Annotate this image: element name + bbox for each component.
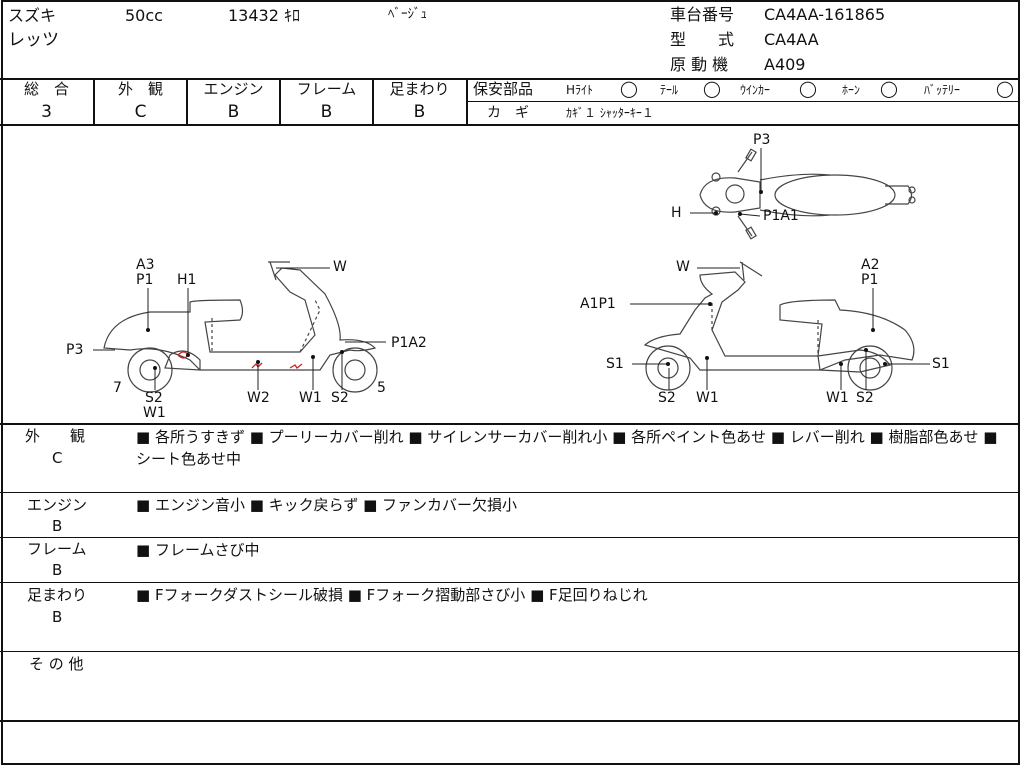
condition-grade: B bbox=[52, 561, 63, 579]
engine: A409 bbox=[764, 55, 806, 74]
divider bbox=[467, 101, 1020, 102]
diagram-label: W1 bbox=[826, 390, 849, 406]
condition-label: 外 観 bbox=[25, 427, 86, 445]
diagram-label: S2 bbox=[145, 390, 163, 406]
safety-item-mark: ◯ bbox=[620, 79, 638, 98]
grade-value: B bbox=[320, 102, 333, 122]
diagram-label: P3 bbox=[66, 342, 84, 358]
diagram-label: S2 bbox=[658, 390, 676, 406]
condition-label: そ の 他 bbox=[29, 655, 84, 673]
key-label: カ ギ bbox=[487, 105, 529, 121]
divider bbox=[466, 78, 468, 125]
grade-value: B bbox=[413, 102, 426, 122]
diagram-label: S2 bbox=[856, 390, 874, 406]
divider bbox=[0, 537, 1020, 538]
divider bbox=[372, 78, 374, 125]
diagram-label: S1 bbox=[932, 356, 950, 372]
condition-text: ■ フレームさび中 bbox=[136, 541, 260, 559]
diagram-label: W1 bbox=[299, 390, 322, 406]
diagram-label: P1 bbox=[861, 272, 879, 288]
condition-label: エンジン bbox=[27, 496, 88, 514]
safety-item-name: Hﾗｲﾄ bbox=[566, 83, 594, 97]
maker: スズキ bbox=[8, 6, 57, 25]
frame-no-label: 車台番号 bbox=[670, 5, 735, 24]
divider bbox=[0, 124, 1020, 126]
mileage: 13432 ｷﾛ bbox=[228, 6, 300, 25]
condition-grade: B bbox=[52, 608, 63, 626]
diagram-label: A1P1 bbox=[580, 296, 616, 312]
model-code: CA4AA bbox=[764, 30, 819, 49]
condition-grade: B bbox=[52, 517, 63, 535]
grade-label: フレーム bbox=[296, 80, 357, 98]
grade-value: 3 bbox=[41, 102, 52, 122]
safety-item-name: ﾊﾞｯﾃﾘｰ bbox=[924, 83, 961, 97]
model-code-label: 型 式 bbox=[670, 30, 735, 49]
grade-label: エンジン bbox=[203, 80, 264, 98]
condition-label: 足まわり bbox=[27, 586, 88, 604]
diagram-label: W1 bbox=[143, 405, 166, 421]
model-name: レッツ bbox=[8, 30, 59, 50]
diagram-label: H bbox=[671, 205, 682, 221]
safety-item-mark: ◯ bbox=[799, 79, 817, 98]
safety-item-mark: ◯ bbox=[703, 79, 721, 98]
divider bbox=[0, 492, 1020, 493]
engine-label: 原 動 機 bbox=[670, 55, 729, 74]
divider bbox=[0, 423, 1020, 425]
diagram-label: W1 bbox=[696, 390, 719, 406]
condition-label: フレーム bbox=[27, 540, 87, 558]
displacement: 50cc bbox=[125, 6, 163, 25]
key-value: ｶｷﾞ１ ｼｬｯﾀｰｷｰ１ bbox=[566, 106, 654, 120]
diagram-label: P1A2 bbox=[391, 335, 427, 351]
safety-item-name: ﾎｰﾝ bbox=[842, 83, 861, 97]
diagram-label: S2 bbox=[331, 390, 349, 406]
condition-text: ■ 各所うすきず ■ プーリーカバー削れ ■ サイレンサーカバー削れ小 ■ 各所… bbox=[136, 428, 998, 468]
divider bbox=[279, 78, 281, 125]
grade-label: 外 観 bbox=[117, 80, 163, 98]
divider bbox=[0, 720, 1020, 722]
diagram-label: H1 bbox=[177, 272, 197, 288]
grade-value: C bbox=[134, 102, 147, 122]
safety-item-mark: ◯ bbox=[880, 79, 898, 98]
grade-value: B bbox=[227, 102, 240, 122]
diagram-label: W bbox=[333, 259, 347, 275]
grade-label: 足まわり bbox=[389, 80, 450, 98]
divider bbox=[93, 78, 95, 125]
safety-label: 保安部品 bbox=[473, 80, 534, 98]
divider bbox=[0, 651, 1020, 652]
diagram-label: A2 bbox=[861, 257, 880, 273]
diagram-label: 5 bbox=[377, 380, 386, 396]
diagram-label: P3 bbox=[753, 132, 771, 148]
safety-item-name: ｳｲﾝｶｰ bbox=[740, 83, 771, 97]
diagram-label: S1 bbox=[606, 356, 624, 372]
diagram-label: W bbox=[676, 259, 690, 275]
diagram-label: A3 bbox=[136, 257, 155, 273]
safety-item-mark: ◯ bbox=[996, 79, 1014, 98]
diagram-label: 7 bbox=[113, 380, 122, 396]
diagram-label: P1A1 bbox=[763, 208, 799, 224]
color: ﾍﾞｰｼﾞｭ bbox=[388, 7, 427, 22]
divider bbox=[0, 582, 1020, 583]
divider bbox=[186, 78, 188, 125]
condition-text: ■ Fフォークダストシール破損 ■ Fフォーク摺動部さび小 ■ F足回りねじれ bbox=[136, 586, 648, 604]
condition-grade: C bbox=[52, 449, 63, 467]
safety-item-name: ﾃｰﾙ bbox=[660, 83, 679, 97]
grade-label: 総 合 bbox=[23, 80, 69, 98]
diagram-label: W2 bbox=[247, 390, 270, 406]
diagram-label: P1 bbox=[136, 272, 154, 288]
divider bbox=[0, 78, 1020, 80]
condition-text: ■ エンジン音小 ■ キック戻らず ■ ファンカバー欠損小 bbox=[136, 496, 518, 514]
frame-no: CA4AA-161865 bbox=[764, 5, 886, 24]
